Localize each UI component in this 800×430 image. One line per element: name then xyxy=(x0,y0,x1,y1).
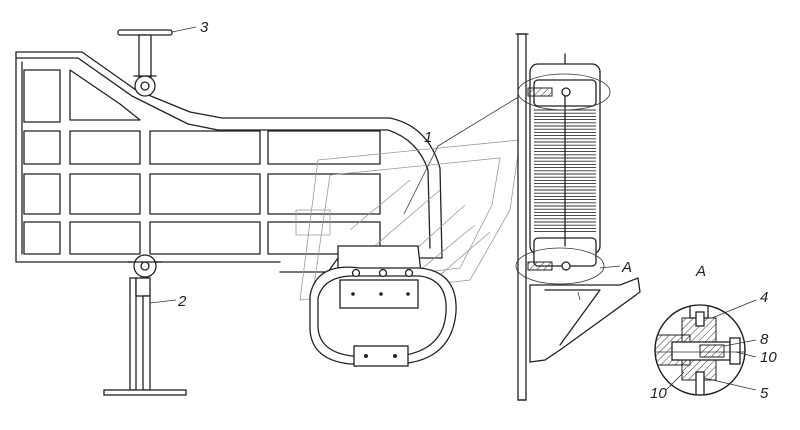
callout-2: 2 xyxy=(177,293,187,310)
upper-support-3 xyxy=(117,26,197,97)
callout-8: 8 xyxy=(760,331,769,348)
leader-1 xyxy=(437,95,521,147)
detail-a xyxy=(654,299,757,396)
ghost-cab-outline xyxy=(295,139,521,301)
callout-10-left: 10 xyxy=(650,385,667,402)
lower-support-2 xyxy=(103,254,187,396)
callout-10-right: 10 xyxy=(760,349,777,366)
frame-side-view xyxy=(15,51,521,301)
callout-a: A xyxy=(621,259,632,276)
detail-a-title: A xyxy=(695,263,706,280)
frame-panels xyxy=(23,69,381,255)
callout-1: 1 xyxy=(424,129,432,146)
mounting-bracket xyxy=(309,245,457,367)
callout-4: 4 xyxy=(760,289,768,306)
callout-3: 3 xyxy=(200,19,209,36)
callout-5: 5 xyxy=(760,385,769,402)
front-view-assembly xyxy=(515,33,641,401)
